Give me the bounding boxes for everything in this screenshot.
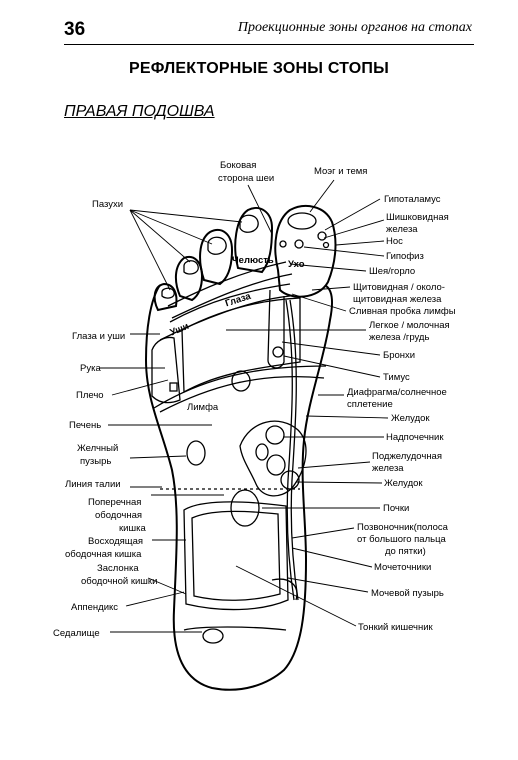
label-appendix: Аппендикс	[71, 602, 118, 613]
label-bronchi: Бронхи	[383, 350, 415, 361]
label-neck-side-1: Боковая	[220, 160, 256, 171]
page-number: 36	[64, 19, 86, 40]
label-stomach-2: Желудок	[384, 478, 423, 489]
lymph-label: Лимфа	[187, 402, 219, 413]
label-diaphragm-1: Диафрагма/солнечное	[347, 387, 447, 398]
label-transverse-colon-1: Поперечная	[88, 497, 141, 508]
label-lung-1: Легкое / молочная	[369, 320, 450, 331]
label-arm: Рука	[80, 363, 101, 374]
label-pancreas-2: железа	[372, 463, 404, 474]
label-thyroid-2: щитовидная железа	[353, 294, 442, 305]
big-toe	[274, 205, 337, 298]
jaw-label: Челюсть	[232, 255, 274, 266]
label-transverse-colon-2: ободочная	[95, 510, 142, 521]
label-valve-1: Заслонка	[97, 563, 139, 574]
label-bladder: Мочевой пузырь	[371, 588, 444, 599]
label-buttock: Седалище	[53, 628, 100, 639]
label-spine-3: до пятки)	[385, 546, 426, 557]
running-head: Проекционные зоны органов на стопах	[237, 20, 472, 35]
label-thymus: Тимус	[383, 372, 410, 383]
label-spine-2: от большого пальца	[357, 534, 447, 545]
label-stomach-1: Желудок	[391, 413, 430, 424]
label-nose: Нос	[386, 236, 403, 247]
page-title: РЕФЛЕКТОРНЫЕ ЗОНЫ СТОПЫ	[129, 60, 389, 77]
label-ascending-colon-2: ободочная кишка	[65, 549, 142, 560]
label-pineal-2: железа	[386, 224, 418, 235]
label-shoulder: Плечо	[76, 390, 104, 401]
section-subtitle: ПРАВАЯ ПОДОШВА	[64, 103, 215, 120]
label-gallbladder-2: пузырь	[80, 456, 111, 467]
label-valve-2: ободочной кишки	[81, 576, 157, 587]
label-eyes-ears: Глаза и уши	[72, 331, 125, 342]
fifth-toe	[153, 282, 178, 312]
second-toe	[234, 207, 274, 274]
label-pituitary: Гипофиз	[386, 251, 424, 262]
label-waistline: Линия талии	[65, 479, 121, 490]
kidney-zone	[230, 489, 260, 527]
label-liver: Печень	[69, 420, 101, 431]
label-lung-2: железа /грудь	[369, 332, 429, 343]
label-thyroid-1: Щитовидная / около-	[353, 282, 445, 293]
label-lymph-drain: Сливная пробка лимфы	[349, 306, 456, 317]
foot-outline	[144, 284, 334, 691]
gallbladder-zone	[186, 440, 206, 466]
label-diaphragm-2: сплетение	[347, 399, 393, 410]
header-rule	[64, 44, 474, 45]
label-ureter: Мочеточники	[374, 562, 431, 573]
label-gallbladder-1: Желчный	[77, 443, 118, 454]
third-toe	[199, 229, 234, 286]
label-pancreas-1: Поджелудочная	[372, 451, 442, 462]
brain-zone	[287, 212, 317, 230]
label-brain: Моэг и темя	[314, 166, 367, 177]
label-pineal-1: Шишковидная	[386, 212, 449, 223]
label-small-intestine: Тонкий кишечник	[358, 622, 434, 633]
label-neck-throat: Шея/горло	[369, 266, 415, 277]
label-hypothalamus: Гипоталамус	[384, 194, 441, 205]
fourth-toe	[174, 256, 204, 302]
label-adrenal: Надпочечник	[386, 432, 444, 443]
label-ascending-colon-1: Восходящая	[88, 536, 143, 547]
ears-label: Уши	[168, 321, 190, 338]
label-sinuses: Пазухи	[92, 199, 123, 210]
label-spine-1: Позвоночник(полоса	[357, 522, 449, 533]
label-transverse-colon-3: кишка	[119, 523, 146, 534]
label-kidneys: Почки	[383, 503, 409, 514]
leader-lines	[100, 179, 389, 633]
label-neck-side-2: сторона шеи	[218, 173, 274, 184]
toes	[153, 205, 337, 312]
